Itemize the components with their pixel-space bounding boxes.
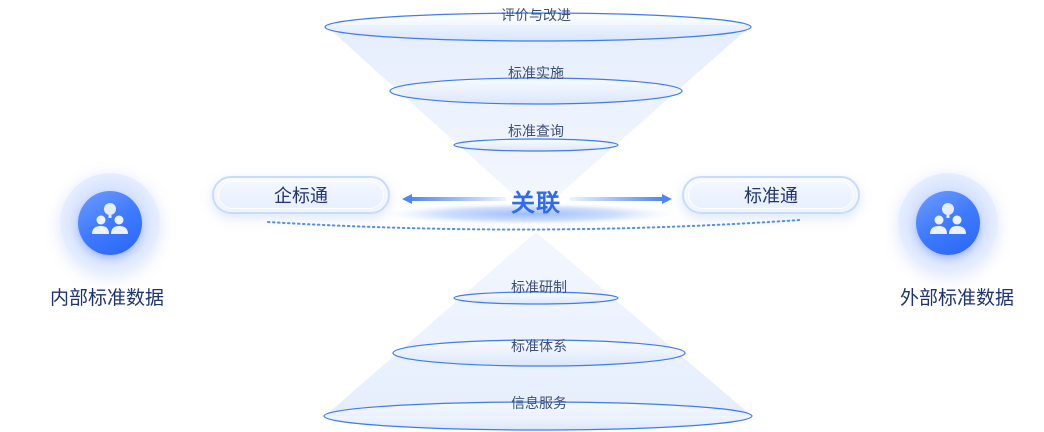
ring-system xyxy=(392,339,686,367)
users-network-icon xyxy=(930,203,966,234)
hub-label: 企标通 xyxy=(274,186,328,207)
lower-funnel-cone xyxy=(325,232,752,416)
arrow-left-icon xyxy=(402,194,506,204)
layer-label-info-service: 信息服务 xyxy=(511,396,567,412)
layer-label-query: 标准查询 xyxy=(508,124,564,140)
layer-label-system: 标准体系 xyxy=(511,339,567,355)
source-core xyxy=(916,191,980,255)
relation-glow-disc xyxy=(385,203,675,225)
hub-standards[interactable]: 标准通 xyxy=(682,176,860,214)
layer-label-development: 标准研制 xyxy=(511,280,567,296)
layer-label-implementation: 标准实施 xyxy=(508,66,564,82)
ring-development xyxy=(453,291,619,305)
source-core xyxy=(78,191,142,255)
layer-label-evaluation: 评价与改进 xyxy=(501,8,571,24)
source-external-data[interactable] xyxy=(898,173,998,273)
source-label-external: 外部标准数据 xyxy=(899,287,1015,309)
ring-info-service xyxy=(323,401,753,431)
dotted-connector xyxy=(267,219,801,231)
ring-query xyxy=(453,138,619,152)
ring-implementation xyxy=(389,77,683,105)
source-internal-data[interactable] xyxy=(60,173,160,273)
users-network-icon xyxy=(92,203,128,234)
upper-funnel-cone xyxy=(325,25,752,215)
relation-label: 关联 xyxy=(511,189,561,217)
hub-label: 标准通 xyxy=(744,186,798,207)
arrow-right-icon xyxy=(570,194,672,204)
ring-evaluation xyxy=(324,12,752,42)
source-label-internal: 内部标准数据 xyxy=(49,287,165,309)
hub-enterprise-standards[interactable]: 企标通 xyxy=(212,176,390,214)
